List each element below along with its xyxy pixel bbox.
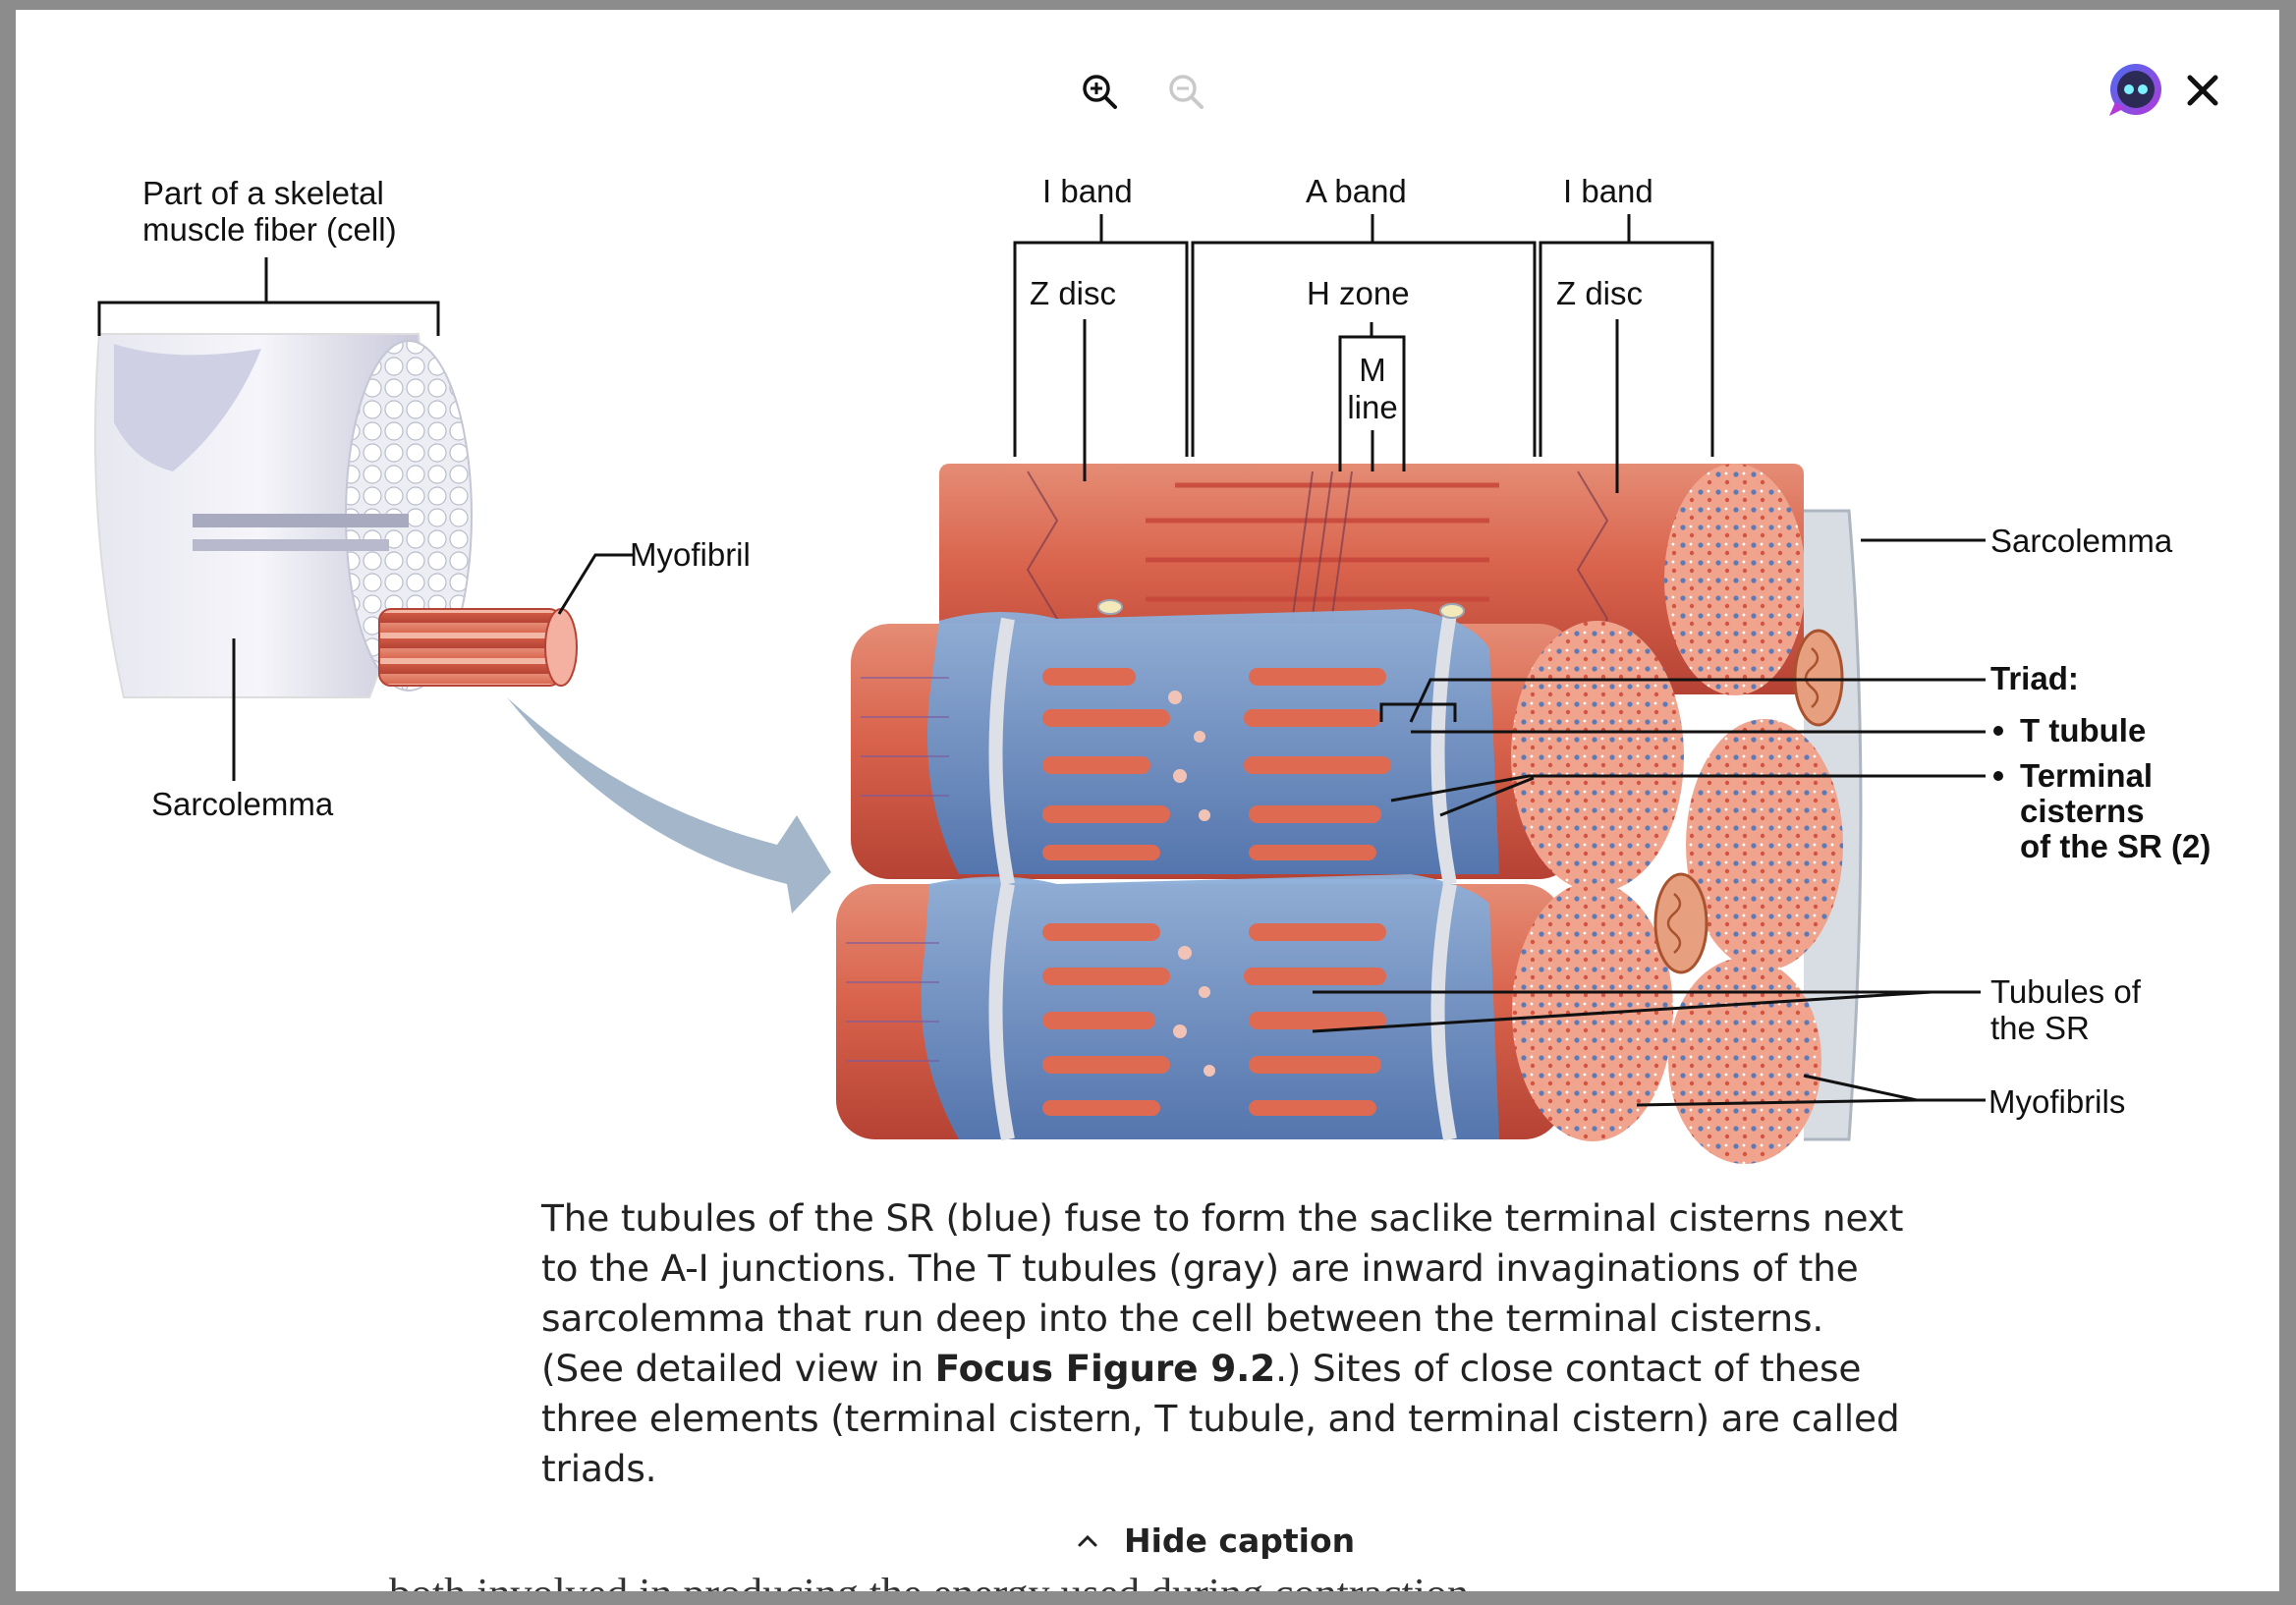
label-myofibril: Myofibril [630,536,751,573]
focus-figure-reference: Focus Figure 9.2 [934,1347,1276,1390]
label-myofibrils: Myofibrils [1988,1083,2126,1120]
assistant-bot-icon [2109,64,2161,116]
hide-caption-button[interactable]: Hide caption [1077,1511,1355,1570]
sarcoplasmic-reticulum-illustration [93,214,2003,1164]
close-icon [2187,75,2218,106]
label-terminal-cisterns: Terminal cisterns of the SR (2) [2020,757,2212,864]
label-a-band: A band [1306,173,1407,209]
zoom-in-icon [1083,75,1117,109]
figure-caption: The tubules of the SR (blue) fuse to for… [541,1193,1907,1494]
label-sarcolemma-left: Sarcolemma [151,786,334,822]
background-page-text: both involved in producing the energy us… [389,1569,1764,1591]
hide-caption-label: Hide caption [1124,1521,1356,1560]
close-button[interactable] [2173,61,2232,120]
figure-lightbox: both involved in producing the energy us… [16,10,2279,1591]
label-m-line: M line [1347,352,1398,425]
caption-text-2: .) Sites of close contact of these three… [541,1347,1900,1490]
label-triad: Triad: [1990,660,2079,696]
zoom-out-icon [1169,75,1204,109]
label-t-tubule: T tubule [2020,712,2147,748]
assistant-button[interactable] [2105,59,2166,120]
label-sarcolemma-right: Sarcolemma [1990,523,2173,559]
caption-text-1: The tubules of the SR (blue) fuse to for… [541,1196,1904,1390]
zoom-out-button[interactable] [1157,63,1214,120]
label-tubules-sr: Tubules of the SR [1990,973,2141,1046]
label-i-band-left: I band [1042,173,1133,209]
label-z-disc-left: Z disc [1030,275,1117,311]
zoom-in-button[interactable] [1071,63,1128,120]
label-z-disc-right: Z disc [1556,275,1644,311]
label-fiber-title: Part of a skeletal muscle fiber (cell) [142,175,397,248]
label-h-zone: H zone [1307,275,1410,311]
chevron-up-icon [1078,1534,1097,1547]
label-i-band-right: I band [1563,173,1653,209]
